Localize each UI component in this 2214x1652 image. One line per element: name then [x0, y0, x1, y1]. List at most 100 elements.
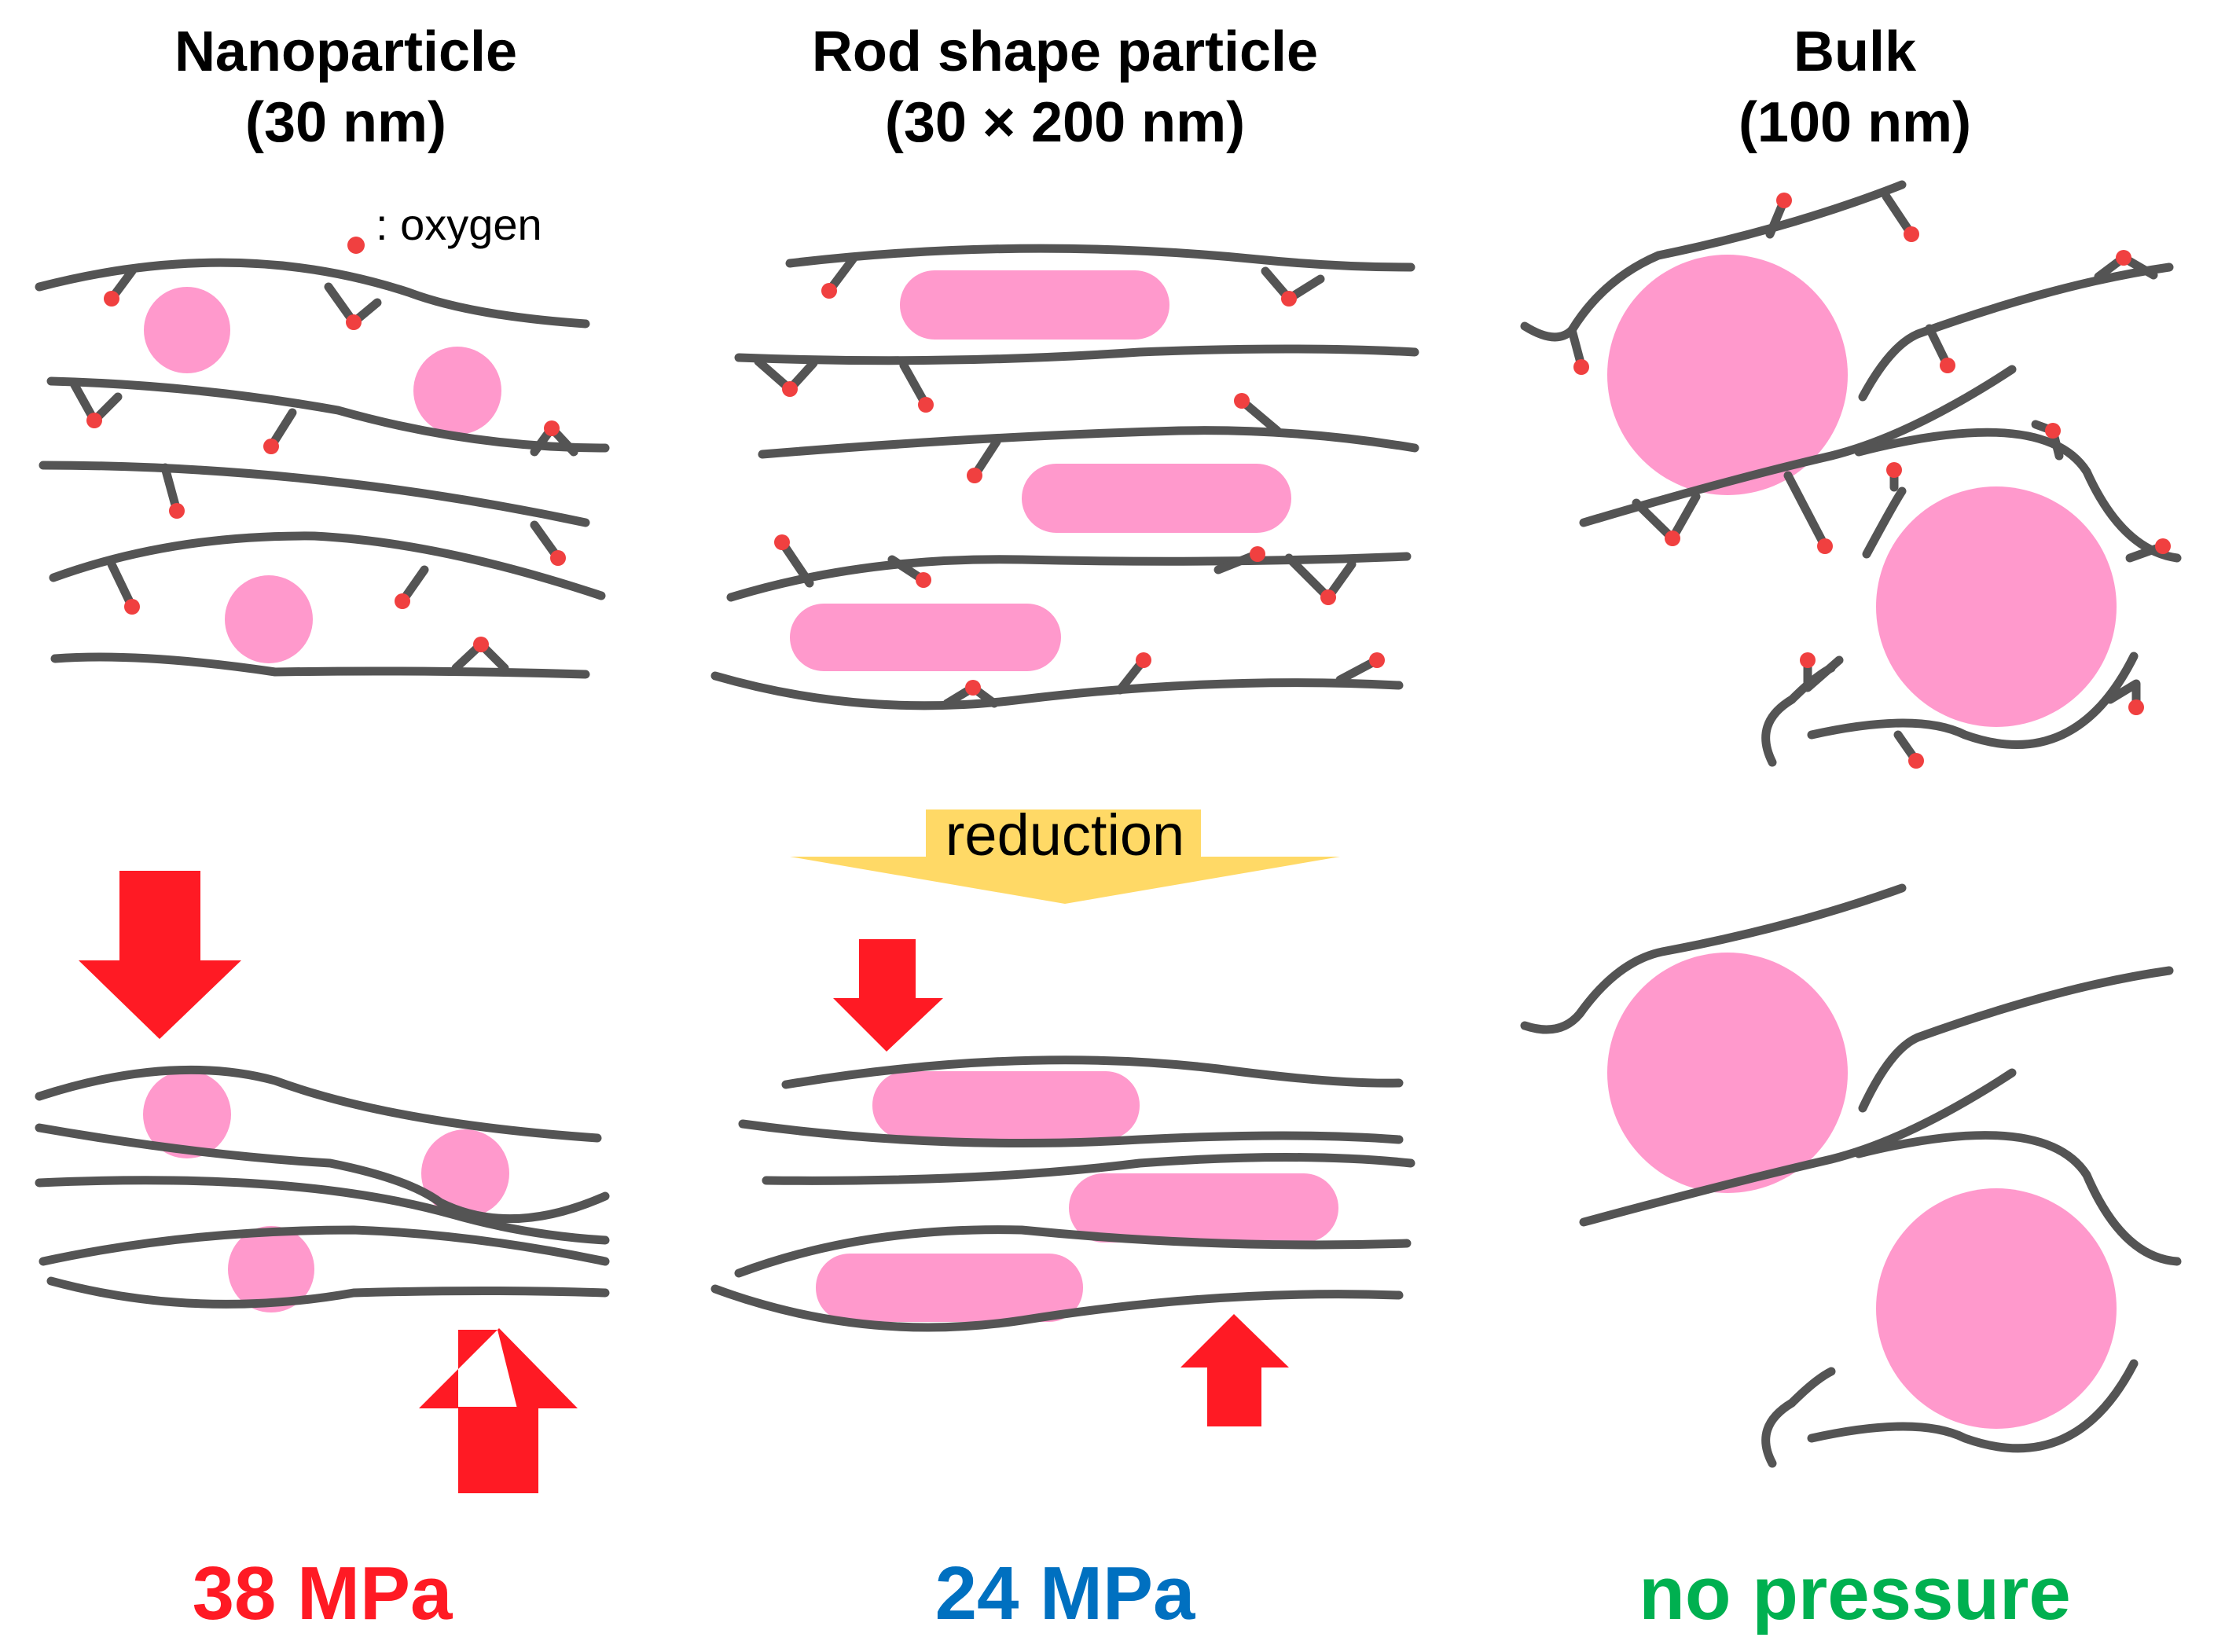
oxygen-atom: [124, 599, 140, 615]
oxygen-atom: [918, 397, 934, 413]
pressure-label-rod: 24 MPa: [935, 1551, 1195, 1635]
graphene-strand: [1807, 652, 2139, 749]
graphene-strand: [46, 1276, 610, 1309]
panel-rod-oxidized: [710, 244, 1419, 710]
graphene-strand: [738, 1119, 1404, 1147]
oxygen-atom: [1940, 358, 1955, 373]
panel-bulk-oxidized: [1520, 180, 2182, 769]
bulk-particle: [1876, 1188, 2117, 1429]
graphene-strand: [35, 1176, 610, 1245]
title-nanoparticle: Nanoparticle: [174, 20, 517, 83]
bulk-particle: [1607, 255, 1848, 495]
graphene-strand: [1761, 663, 1836, 767]
pressure-arrow-up-body: [458, 1407, 538, 1493]
oxygen-atom: [774, 534, 790, 550]
graphene-strand: [785, 244, 1415, 272]
oxygen-atom: [1665, 530, 1680, 546]
oxygen-atom: [2045, 423, 2061, 439]
pressure-label-bulk: no pressure: [1639, 1551, 2071, 1635]
graphene-strand: [734, 1225, 1412, 1278]
oxygen-atom: [965, 680, 981, 696]
nanoparticle: [228, 1226, 314, 1312]
rod-particle: [1022, 464, 1291, 533]
pressure-arrow-down: [79, 871, 241, 1039]
title-rod-particle: Rod shape particle: [812, 20, 1318, 83]
oxygen-atom: [1250, 546, 1265, 562]
oxygen-atom: [346, 314, 362, 330]
oxygen-atom: [395, 593, 410, 609]
oxygen-atom: [544, 420, 560, 436]
oxygen-atom: [967, 468, 982, 483]
oxygen-atom: [1573, 359, 1589, 375]
oxygen-atom: [1800, 652, 1816, 668]
pressure-label-nanoparticle: 38 MPa: [193, 1551, 453, 1635]
title-bulk-size: (100 nm): [1739, 91, 1971, 154]
oxygen-atom: [782, 381, 798, 397]
bulk-particle: [1876, 486, 2117, 727]
graphene-strand: [46, 376, 610, 453]
oxygen-atom: [2155, 538, 2171, 554]
oxygen-atom: [263, 439, 279, 454]
graphene-strand: [35, 1065, 602, 1143]
oxygen-group-bond: [1803, 655, 1844, 692]
graphene-strand: [1807, 1359, 2139, 1453]
nanoparticle: [144, 287, 230, 373]
graphene-strand: [1579, 1068, 2017, 1227]
rod-particle: [872, 1071, 1140, 1140]
graphene-strand: [39, 461, 590, 527]
graphene-strand: [1520, 883, 1907, 1034]
rod-particle: [1069, 1173, 1338, 1243]
graphene-strand: [1858, 262, 2174, 402]
pressure-arrow-up: [1180, 1314, 1289, 1426]
oxygen-atom: [1281, 291, 1297, 307]
nanoparticle: [225, 575, 313, 663]
oxygen-group-bond: [777, 538, 814, 588]
graphene-strand: [758, 426, 1419, 459]
graphene-strand: [781, 1055, 1404, 1089]
oxygen-group-bond: [1783, 471, 1830, 551]
reduction-label: reduction: [945, 802, 1184, 868]
oxygen-atom: [473, 637, 489, 652]
oxygen-atom: [169, 503, 185, 519]
oxygen-atom: [2116, 250, 2131, 266]
title-rod-particle-size: (30 × 200 nm): [885, 91, 1245, 154]
graphene-strand: [1579, 365, 2017, 527]
oxygen-atom: [916, 572, 931, 588]
oxygen-atom: [1136, 652, 1151, 668]
title-bulk: Bulk: [1794, 20, 1917, 83]
oxygen-atom: [1886, 462, 1902, 478]
graphene-strand: [710, 671, 1404, 710]
graphene-strand: [49, 531, 606, 600]
oxygen-atom: [550, 550, 566, 566]
oxygen-atom: [1904, 226, 1919, 242]
panel-nanoparticle-oxidized: [35, 258, 610, 679]
oxygen-atom: [104, 291, 119, 307]
graphene-strand: [39, 1225, 610, 1266]
oxygen-legend-label: : oxygen: [376, 200, 542, 249]
graphene-strand: [1854, 1131, 2182, 1266]
bulk-particle: [1607, 953, 1848, 1193]
oxygen-atom: [1320, 589, 1336, 605]
graphene-strand: [734, 344, 1419, 365]
oxygen-atom: [821, 283, 837, 299]
rod-particle: [900, 270, 1169, 340]
panel-nanoparticle-reduced: [35, 871, 610, 1493]
oxygen-atom: [1908, 753, 1924, 769]
graphene-strand: [1862, 486, 1907, 559]
oxygen-atom: [1776, 193, 1792, 208]
oxygen-atom: [1234, 393, 1250, 409]
oxygen-legend-marker: [347, 237, 365, 254]
oxygen-atom: [2128, 699, 2144, 715]
graphene-strand: [50, 652, 590, 679]
reduction-arrow-shape: [790, 809, 1340, 904]
graphene-strand: [1761, 1367, 1836, 1468]
nanoparticle: [421, 1129, 509, 1217]
oxygen-atom: [1369, 652, 1385, 668]
pressure-arrow-down: [833, 939, 943, 1052]
nanoparticle: [143, 1070, 231, 1158]
title-nanoparticle-size: (30 nm): [245, 91, 446, 154]
panel-bulk-reduced: [1520, 883, 2182, 1468]
oxygen-group-bond: [1284, 553, 1357, 602]
rod-particle: [816, 1254, 1083, 1322]
